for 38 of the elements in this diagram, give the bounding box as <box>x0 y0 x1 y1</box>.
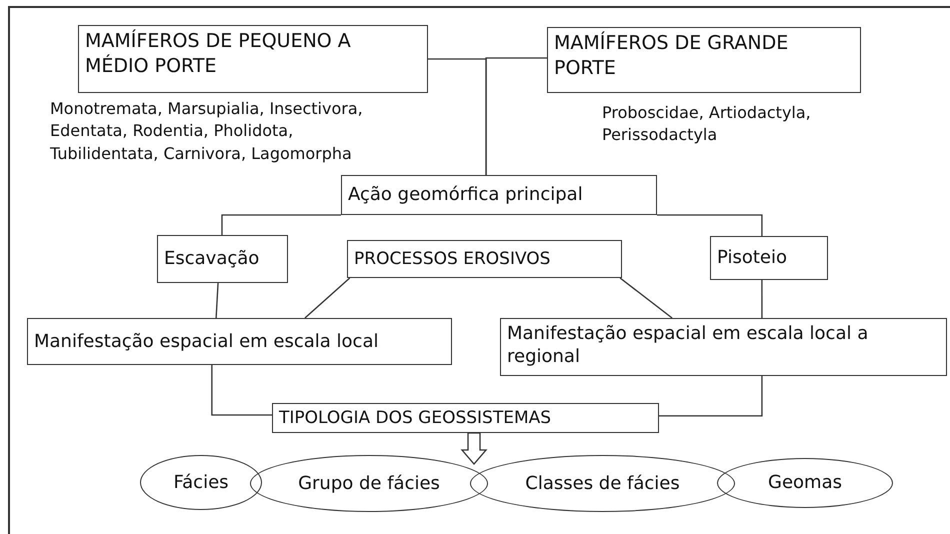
node-label: TIPOLOGIA DOS GEOSSISTEMAS <box>279 406 552 430</box>
connector-line <box>620 277 672 319</box>
taxa-list: Proboscidae, Artiodactyla, Perissodactyla <box>602 102 862 147</box>
text-box <box>347 240 622 278</box>
node-label: Manifestação espacial em escala local a regional <box>507 322 870 369</box>
node-label: Fácies <box>173 470 229 494</box>
node-label: Grupo de fácies <box>298 472 440 496</box>
connector-line <box>659 376 763 417</box>
node-label: Pisoteio <box>717 246 787 270</box>
connector-line <box>221 214 341 235</box>
taxa-list: Monotremata, Marsupialia, Insectivora, Edentata, Rodentia, Pholidota, Tubilidentata, Carnivora, Lagomorpha <box>50 98 400 166</box>
node-label: MAMÍFEROS DE PEQUENO A MÉDIO PORTE <box>85 29 352 78</box>
text-box <box>341 175 657 215</box>
text-box <box>78 25 428 93</box>
connector-line <box>761 280 763 318</box>
connector-line <box>657 214 763 236</box>
text-box <box>157 235 288 283</box>
node-label: Classes de fácies <box>525 472 680 496</box>
ellipse-node <box>250 455 488 512</box>
text-box <box>272 403 659 433</box>
text-box <box>710 236 828 280</box>
connector-line <box>215 282 219 318</box>
block-arrow <box>460 432 488 465</box>
node-label: Manifestação espacial em escala local <box>34 330 378 354</box>
node-label: Ação geomórfica principal <box>348 183 583 207</box>
text-box <box>547 27 861 93</box>
text-box <box>500 318 947 376</box>
connector-line <box>485 57 547 175</box>
ellipse-node <box>470 455 735 512</box>
node-label: PROCESSOS EROSIVOS <box>354 248 550 270</box>
ellipse-node <box>717 458 893 508</box>
node-label: Escavação <box>164 247 260 271</box>
text-box <box>27 318 452 365</box>
connector-line <box>211 365 272 416</box>
connector-line <box>304 278 350 318</box>
node-label: MAMÍFEROS DE GRANDE PORTE <box>554 31 790 80</box>
node-label: Geomas <box>768 471 842 495</box>
ellipse-node <box>140 455 262 510</box>
